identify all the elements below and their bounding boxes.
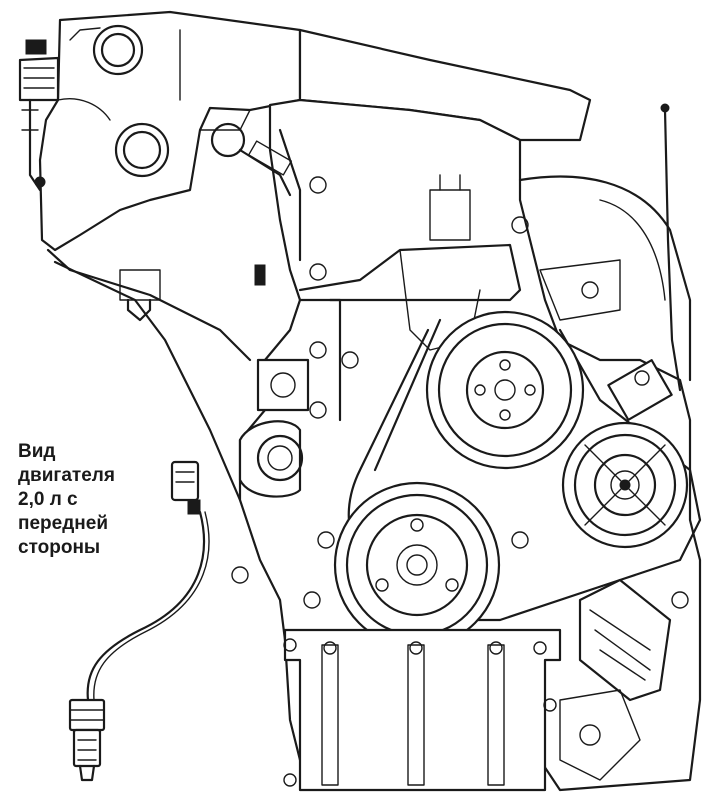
crankshaft-pulley [333,481,501,649]
timing-cover [254,128,529,422]
sensor-cable [86,510,210,702]
water-pump-pulley [425,310,585,470]
sensor-cluster [210,122,293,197]
alternator [561,359,689,549]
view-caption: Вид двигателя 2,0 л с передней стороны [18,440,158,560]
caption-line-1: Вид [18,441,56,462]
sensor-connector [170,460,201,515]
engine-mount [231,531,689,781]
oil-filter [578,578,672,702]
intake-manifold [38,10,302,252]
oil-pan [283,628,562,792]
caption-line-4: передней [18,513,108,534]
starter-motor [238,358,310,498]
caption-line-2: двигателя [18,465,115,486]
fasteners [283,638,557,787]
caption-line-5: стороны [18,537,101,558]
caption-line-3: 2,0 л с [18,489,78,510]
oxygen-sensor [68,698,106,782]
throttle-linkage [18,39,60,192]
